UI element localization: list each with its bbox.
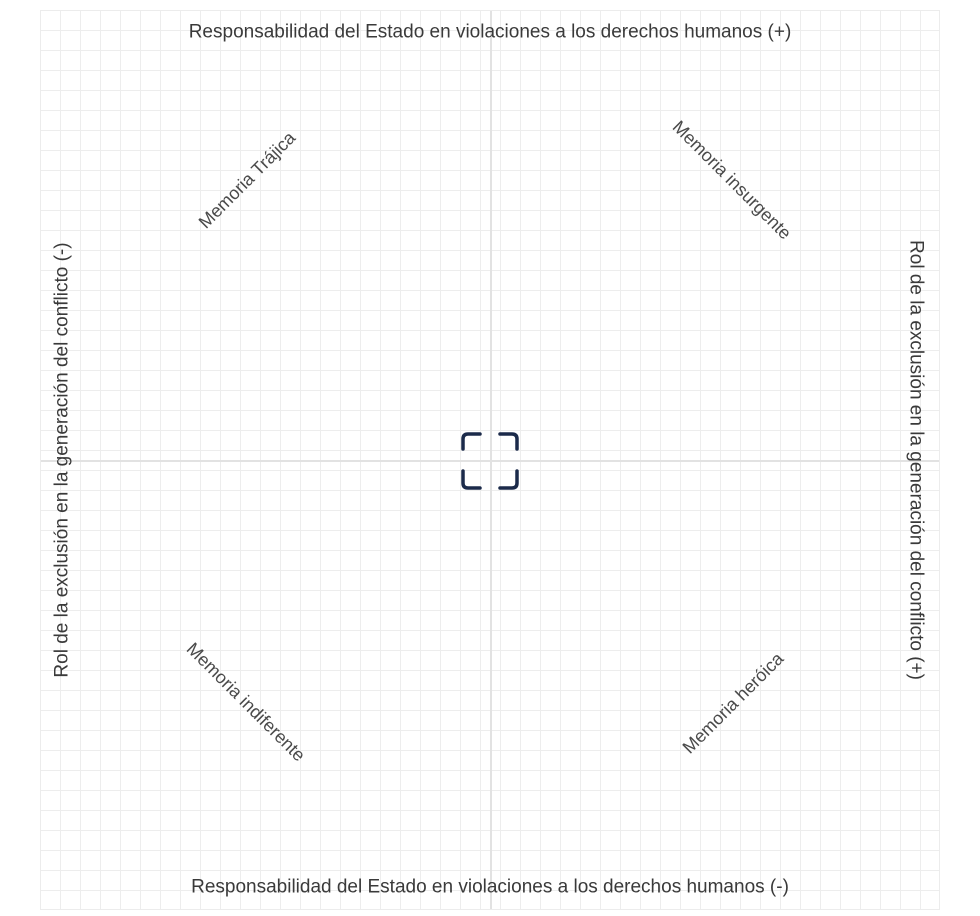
axis-label-right: Rol de la exclusión en la generación del… — [905, 240, 927, 680]
axis-label-left: Rol de la exclusión en la generación del… — [51, 242, 73, 678]
quadrant-chart — [40, 10, 940, 910]
horizontal-axis-line — [41, 460, 939, 462]
focus-frame-icon[interactable] — [459, 430, 521, 492]
axis-label-bottom: Responsabilidad del Estado en violacione… — [191, 876, 789, 898]
axis-label-top: Responsabilidad del Estado en violacione… — [188, 21, 792, 43]
